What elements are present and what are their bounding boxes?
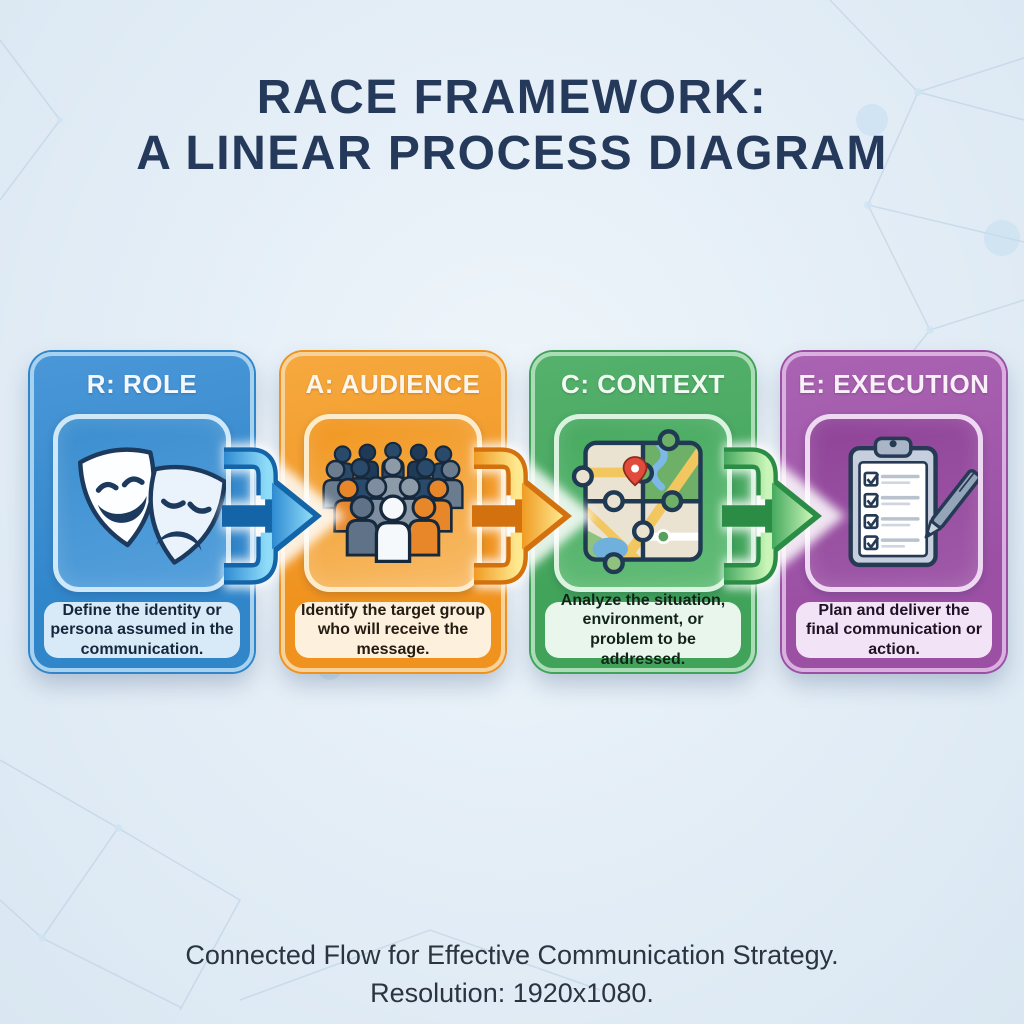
step-description-context: Analyze the situation, environment, or p… xyxy=(545,592,741,668)
step-description-execution: Plan and deliver the final communication… xyxy=(796,602,992,658)
step-icon-panel xyxy=(53,414,231,592)
footer-line2: Resolution: 1920x1080. xyxy=(370,978,654,1009)
map-puzzle-icon xyxy=(571,429,703,575)
step-header-audience: A: AUDIENCE xyxy=(305,369,481,399)
arrow-audience-to-context xyxy=(472,430,596,602)
step-icon-panel xyxy=(304,414,482,592)
step-icon-panel xyxy=(554,414,732,592)
page-title-line1: RACE FRAMEWORK: xyxy=(256,71,768,124)
page-title-line2: A LINEAR PROCESS DIAGRAM xyxy=(136,126,888,180)
theater-masks-icon xyxy=(78,447,226,565)
arrow-context-to-execution xyxy=(722,430,846,602)
arrow-role-to-audience xyxy=(222,430,346,602)
page-title: RACE FRAMEWORK: A LINEAR PROCESS DIAGRAM xyxy=(0,70,1024,181)
step-header-execution: E: EXECUTION xyxy=(798,369,990,399)
step-icon-panel xyxy=(805,414,983,592)
step-header-context: C: CONTEXT xyxy=(561,369,725,399)
clipboard-checklist-icon xyxy=(848,436,978,568)
step-description-audience: Identify the target group who will recei… xyxy=(295,602,491,658)
footer-caption: Connected Flow for Effective Communicati… xyxy=(0,936,1024,1013)
step-header-role: R: ROLE xyxy=(86,369,198,399)
step-card-role: R: ROLE Define the identity or xyxy=(30,352,254,672)
step-description-role: Define the identity or persona assumed i… xyxy=(44,602,240,658)
crowd-icon xyxy=(322,441,464,564)
footer-line1: Connected Flow for Effective Communicati… xyxy=(185,940,839,970)
